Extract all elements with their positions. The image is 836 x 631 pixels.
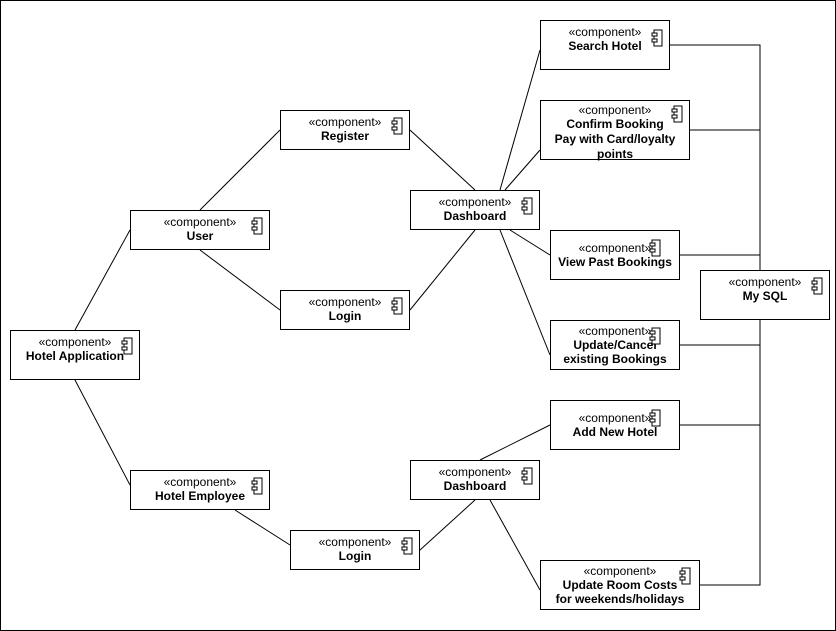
stereotype-label: «component» [38, 335, 112, 349]
stereotype-label: «component» [318, 535, 392, 549]
stereotype-label: «component» [583, 564, 657, 578]
component-name: Login [338, 549, 372, 563]
component-user[interactable]: «component» User [130, 210, 270, 250]
component-name: Add New Hotel [572, 425, 658, 439]
edge-search-mysql [670, 44, 761, 270]
component-icon [521, 197, 533, 215]
stereotype-label: «component» [308, 295, 382, 309]
component-icon [401, 537, 413, 555]
edge-dashboard-confirm [504, 149, 541, 191]
edge-dashboard-update [499, 229, 551, 356]
component-name: Update/Cancel existing Bookings [563, 338, 667, 366]
component-icon [649, 239, 661, 257]
edge-user-register [199, 129, 281, 211]
stereotype-label: «component» [568, 25, 642, 39]
stereotype-label: «component» [728, 275, 802, 289]
component-icon [679, 567, 691, 585]
edge-employee-login [234, 509, 291, 546]
component-icon [121, 337, 133, 355]
edge-updateroom-mysql [700, 320, 761, 586]
component-icon [671, 105, 683, 123]
component-name: Update Room Costs for weekends/holidays [555, 578, 685, 606]
stereotype-label: «component» [308, 115, 382, 129]
component-name: Search Hotel [568, 39, 642, 53]
component-icon [651, 29, 663, 47]
edge-hotelapp-user [74, 229, 131, 331]
component-login-user[interactable]: «component» Login [280, 290, 410, 330]
component-name: Hotel Application [25, 349, 125, 363]
component-name: User [186, 229, 214, 243]
edge-dashboard2-updateroom [489, 499, 541, 591]
stereotype-label: «component» [578, 241, 652, 255]
component-name: Confirm Booking Pay with Card/loyalty po… [554, 117, 676, 161]
component-name: Register [320, 129, 370, 143]
component-icon [251, 477, 263, 495]
stereotype-label: «component» [578, 324, 652, 338]
edge-user-login [199, 249, 281, 311]
component-icon [391, 117, 403, 135]
component-update-cancel-bookings[interactable]: «component» Update/Cancel existing Booki… [550, 320, 680, 370]
component-name: View Past Bookings [558, 255, 672, 269]
component-icon [251, 217, 263, 235]
component-search-hotel[interactable]: «component» Search Hotel [540, 20, 670, 70]
component-icon [521, 467, 533, 485]
stereotype-label: «component» [438, 195, 512, 209]
component-confirm-booking[interactable]: «component» Confirm Booking Pay with Car… [540, 100, 690, 161]
component-name: Hotel Employee [154, 489, 246, 503]
edge-dashboard-viewpast [509, 229, 551, 256]
component-add-new-hotel[interactable]: «component» Add New Hotel [550, 400, 680, 450]
component-dashboard-employee[interactable]: «component» Dashboard [410, 460, 540, 500]
component-name: My SQL [742, 289, 788, 303]
edge-dashboard2-addhotel [479, 424, 551, 461]
edge-dashboard-search [499, 49, 541, 191]
component-name: Dashboard [443, 209, 507, 223]
component-mysql[interactable]: «component» My SQL [700, 270, 830, 320]
component-icon [391, 297, 403, 315]
component-name: Dashboard [443, 479, 507, 493]
edge-login-dashboard [409, 229, 476, 311]
edge-login-dashboard2 [419, 499, 476, 551]
component-hotel-application[interactable]: «component» Hotel Application [10, 330, 140, 380]
component-register[interactable]: «component» Register [280, 110, 410, 150]
edge-register-dashboard [409, 129, 476, 191]
stereotype-label: «component» [578, 103, 652, 117]
component-icon [649, 327, 661, 345]
component-icon [811, 277, 823, 295]
component-login-employee[interactable]: «component» Login [290, 530, 420, 570]
stereotype-label: «component» [438, 465, 512, 479]
component-view-past-bookings[interactable]: «component» View Past Bookings [550, 230, 680, 280]
stereotype-label: «component» [163, 215, 237, 229]
stereotype-label: «component» [163, 475, 237, 489]
component-name: Login [328, 309, 362, 323]
component-icon [649, 409, 661, 427]
component-hotel-employee[interactable]: «component» Hotel Employee [130, 470, 270, 510]
component-update-room-costs[interactable]: «component» Update Room Costs for weeken… [540, 560, 700, 610]
stereotype-label: «component» [578, 411, 652, 425]
component-dashboard-user[interactable]: «component» Dashboard [410, 190, 540, 230]
edge-hotelapp-employee [74, 379, 131, 486]
